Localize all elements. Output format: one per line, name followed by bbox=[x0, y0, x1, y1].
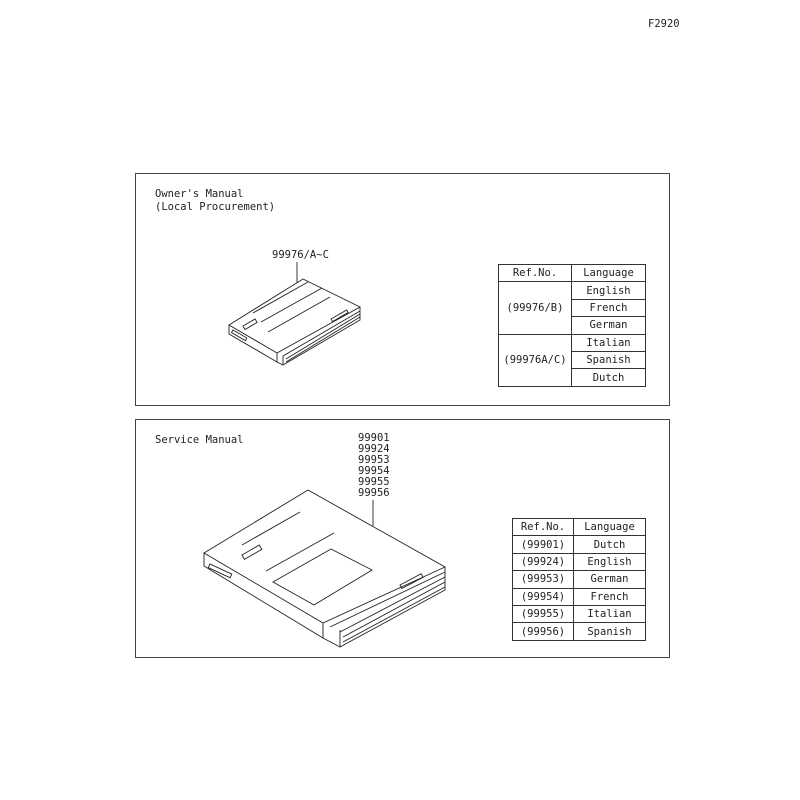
owners-manual-subtitle: (Local Procurement) bbox=[155, 201, 276, 213]
owners-manual-part-label[interactable]: 99976/A~C bbox=[272, 249, 329, 261]
part-number[interactable]: 99955 bbox=[358, 476, 390, 488]
table-row: (99924)English bbox=[512, 552, 646, 572]
table-row: (99901)Dutch bbox=[512, 535, 646, 554]
owners-manual-book-icon bbox=[228, 262, 361, 366]
table-row: (99956)Spanish bbox=[512, 622, 646, 641]
language-cell: Italian bbox=[571, 333, 646, 352]
table-row: (99976A/C) Italian bbox=[498, 333, 646, 387]
header-language: Language bbox=[573, 517, 646, 537]
service-manual-part-numbers: 99901 99924 99953 99954 99955 99956 bbox=[358, 433, 390, 499]
service-manual-panel bbox=[135, 419, 670, 658]
part-number[interactable]: 99901 bbox=[358, 432, 390, 444]
part-number[interactable]: 99924 bbox=[358, 443, 390, 455]
ref-cell: (99976A/C) bbox=[498, 333, 572, 387]
language-cell: French bbox=[571, 298, 646, 318]
language-cell: German bbox=[573, 570, 646, 589]
language-cell: Dutch bbox=[571, 368, 646, 387]
language-cell: Italian bbox=[573, 604, 646, 624]
ref-cell: (99955) bbox=[512, 604, 574, 624]
table-row: Spanish bbox=[499, 350, 646, 370]
ref-cell: (99976/B) bbox=[498, 281, 572, 335]
language-cell: English bbox=[573, 552, 646, 572]
table-row: Dutch bbox=[499, 368, 646, 387]
header-ref-no: Ref.No. bbox=[498, 263, 572, 283]
language-cell: Spanish bbox=[573, 622, 646, 641]
ref-cell: (99953) bbox=[512, 570, 574, 589]
table-header-row: Ref.No. Language bbox=[512, 517, 646, 537]
owners-manual-ref-table: Ref.No. Language (99976/B) English Frenc… bbox=[498, 263, 646, 387]
ref-cell: (99956) bbox=[512, 622, 574, 641]
ref-cell: (99924) bbox=[512, 552, 574, 572]
language-cell: German bbox=[571, 316, 646, 335]
service-manual-book-icon bbox=[203, 489, 446, 648]
header-language: Language bbox=[571, 263, 646, 283]
service-manual-ref-table: Ref.No. Language (99901)Dutch (99924)Eng… bbox=[512, 517, 646, 641]
language-cell: Spanish bbox=[571, 350, 646, 370]
part-number[interactable]: 99956 bbox=[358, 487, 390, 499]
language-cell: Dutch bbox=[573, 535, 646, 554]
figure-code: F2920 bbox=[648, 18, 680, 30]
part-number[interactable]: 99953 bbox=[358, 454, 390, 466]
service-manual-title: Service Manual bbox=[155, 434, 244, 446]
table-row: (99953)German bbox=[512, 570, 646, 589]
owners-manual-panel bbox=[135, 173, 670, 406]
table-row: (99976/B) English bbox=[498, 281, 646, 335]
table-header-row: Ref.No. Language bbox=[498, 263, 646, 283]
table-row: (99954)French bbox=[512, 587, 646, 606]
owners-manual-title: Owner's Manual bbox=[155, 188, 244, 200]
language-cell: English bbox=[571, 281, 646, 300]
header-ref-no: Ref.No. bbox=[512, 517, 574, 537]
ref-cell: (99954) bbox=[512, 587, 574, 606]
part-number[interactable]: 99954 bbox=[358, 465, 390, 477]
ref-cell: (99901) bbox=[512, 535, 574, 554]
table-row: (99955)Italian bbox=[512, 604, 646, 624]
language-cell: French bbox=[573, 587, 646, 606]
